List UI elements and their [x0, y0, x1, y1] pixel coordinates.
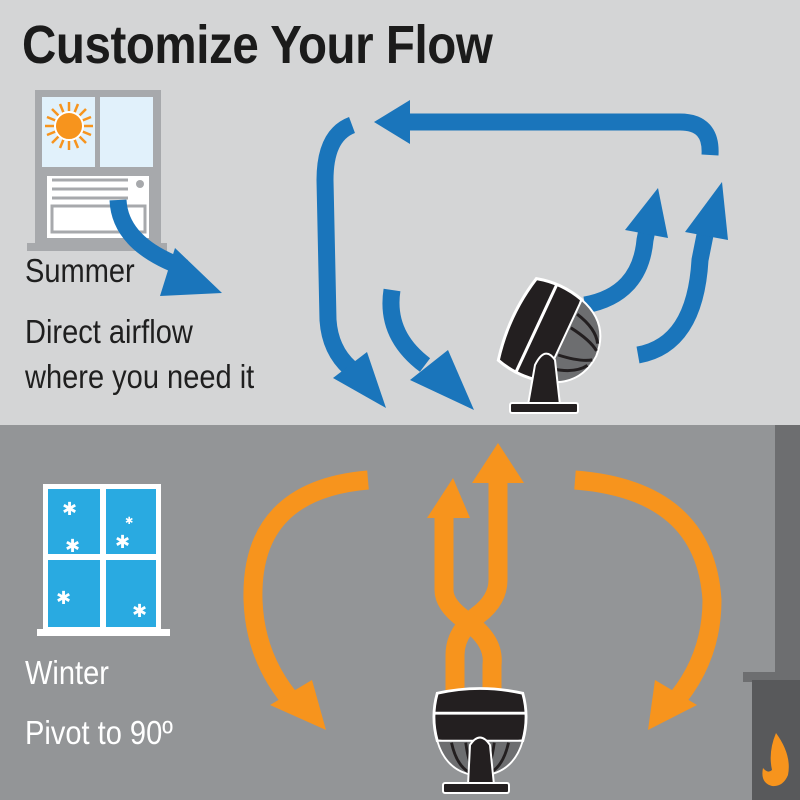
svg-text:✱: ✱ [65, 536, 80, 557]
svg-text:✱: ✱ [56, 588, 71, 609]
center-arrow-2 [434, 510, 502, 700]
sun-icon [45, 102, 93, 150]
svg-text:✱: ✱ [125, 516, 133, 527]
loop-down-arrow [316, 117, 356, 375]
loop-top-arrow [405, 113, 719, 156]
svg-text:✱: ✱ [115, 532, 130, 553]
summer-description-line1: Direct airflow [25, 313, 193, 350]
rise-arrow-1 [583, 223, 657, 314]
left-arc-arrow [243, 470, 369, 712]
page-title: Customize Your Flow [22, 15, 493, 75]
rise-arrow-2 [636, 228, 715, 364]
window-snow-icon: ✱ ✱ ✱ ✱ ✱ ✱ [37, 484, 170, 636]
inner-down-arrow [382, 288, 431, 372]
winter-description: Pivot to 90º [25, 714, 173, 751]
summer-description-line2: where you need it [25, 358, 255, 395]
fireplace-flame-icon [743, 425, 800, 800]
window-sun-ac-icon [27, 90, 167, 251]
summer-heading: Summer [25, 252, 135, 289]
summer-airflow-arrows [109, 113, 719, 375]
svg-text:✱: ✱ [132, 601, 147, 622]
right-arc-arrow [574, 470, 722, 712]
winter-airflow-arrows [243, 470, 722, 712]
svg-text:✱: ✱ [62, 499, 77, 520]
center-arrow-1 [445, 478, 508, 700]
winter-heading: Winter [25, 654, 109, 691]
